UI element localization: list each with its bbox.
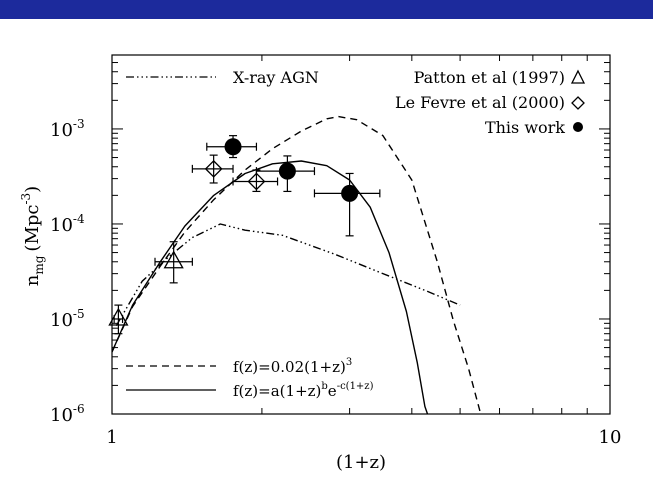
- y-tick-label-1: 10-5: [50, 307, 85, 331]
- y-label-unit: (Mpc: [22, 205, 43, 252]
- legend-circle-marker: [573, 122, 583, 132]
- diamond-point-1: [247, 172, 266, 191]
- x-tick-label-1: 10: [599, 427, 622, 448]
- filled-circle-point-1: [278, 162, 296, 180]
- legend-diamond-marker: [571, 96, 585, 110]
- curve-dashed: [112, 115, 482, 414]
- curve-solid: [112, 160, 429, 414]
- legend-patton-label: Patton et al (1997): [414, 68, 565, 87]
- plot-frame: [111, 54, 611, 415]
- x-tick-label-0: 1: [106, 427, 117, 448]
- axis-ticks: [111, 54, 611, 415]
- legend-solid-exp: -c(1+z): [337, 381, 374, 392]
- diamond-point-0: [204, 159, 223, 178]
- y-label-close: ): [22, 186, 43, 193]
- y-label-main: n: [22, 274, 43, 286]
- legend-dashed-exp: 3: [346, 357, 352, 368]
- legend-solid-label: f(z)=a(1+z)be-c(1+z): [233, 381, 374, 400]
- legend-dashed-label: f(z)=0.02(1+z)3: [233, 357, 352, 376]
- tick-labels: 1 10 10-6 10-5 10-4 10-3: [50, 117, 621, 448]
- legend-solid-e: e: [328, 382, 337, 400]
- legend-lefevre-label: Le Fevre et al (2000): [395, 93, 565, 112]
- top-banner: [0, 0, 653, 19]
- y-tick-label-0: 10-6: [50, 402, 85, 426]
- curve-dash-dot-dot: [115, 223, 461, 327]
- y-tick-label-3: 10-3: [50, 117, 85, 141]
- filled-circle-point-0: [224, 138, 242, 156]
- triangle-point-1: [163, 250, 184, 269]
- y-axis-label: nmg (Mpc-3): [19, 186, 46, 286]
- y-label-sub: mg: [32, 255, 46, 274]
- legend-solid-eq: f(z)=a(1+z): [233, 382, 321, 400]
- legend-triangle-marker: [570, 69, 586, 84]
- filled-circle-point-2: [341, 184, 359, 202]
- legend: X-ray AGN Patton et al (1997) Le Fevre e…: [126, 68, 586, 400]
- legend-solid-b: b: [321, 381, 327, 392]
- y-label-exp: -3: [19, 193, 33, 205]
- y-tick-label-2: 10-4: [50, 212, 85, 236]
- data-points: [108, 135, 381, 335]
- legend-dashed-eq: f(z)=0.02(1+z): [233, 358, 346, 376]
- legend-xray-label: X-ray AGN: [233, 68, 319, 87]
- legend-thiswork-label: This work: [485, 118, 565, 137]
- x-axis-label: (1+z): [336, 452, 386, 473]
- model-curves: [112, 115, 482, 414]
- triangle-point-0: [108, 307, 129, 326]
